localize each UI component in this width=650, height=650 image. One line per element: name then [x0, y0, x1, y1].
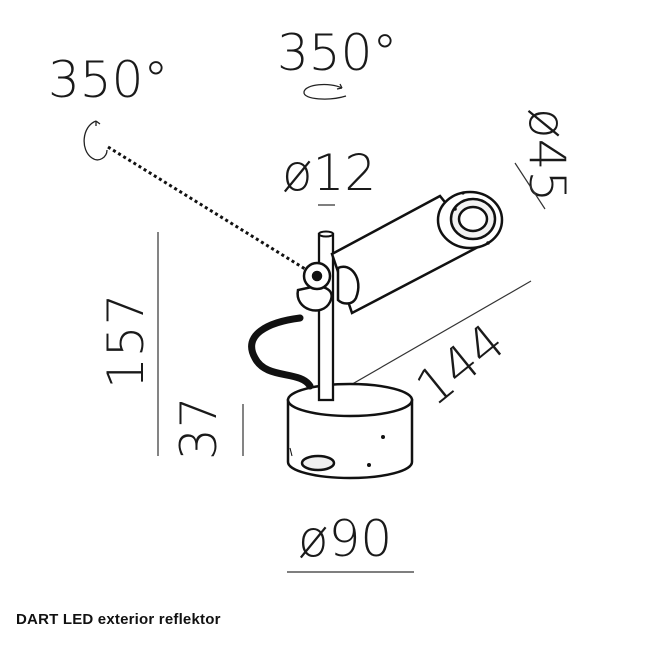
- rotation-arrow-top-icon: [303, 83, 347, 100]
- lamp-head: [330, 190, 504, 315]
- head-diameter-dimension-line: [514, 162, 546, 210]
- arm-length-label: 144: [405, 312, 516, 417]
- mounting-stem: [317, 230, 335, 402]
- arm-length-dimension-line: [334, 280, 532, 395]
- stem-diameter-label: ø12: [282, 144, 376, 202]
- rotation-tilt-label: 350°: [48, 51, 168, 109]
- tilt-joint: [296, 261, 360, 312]
- base-housing: [286, 382, 414, 480]
- cable: [248, 314, 314, 390]
- base-height-label: 37: [170, 396, 228, 460]
- total-height-label: 157: [97, 294, 155, 389]
- head-diameter-label: ø45: [518, 108, 576, 202]
- caption: DART LED exterior reflektor: [16, 611, 221, 628]
- cable-gland-icon: [300, 454, 336, 472]
- rotation-top-label: 350°: [277, 24, 397, 82]
- tilt-axis-line: [107, 145, 311, 274]
- base-diameter-label: ø90: [298, 510, 392, 568]
- rotation-arrow-tilt-icon: [83, 120, 108, 161]
